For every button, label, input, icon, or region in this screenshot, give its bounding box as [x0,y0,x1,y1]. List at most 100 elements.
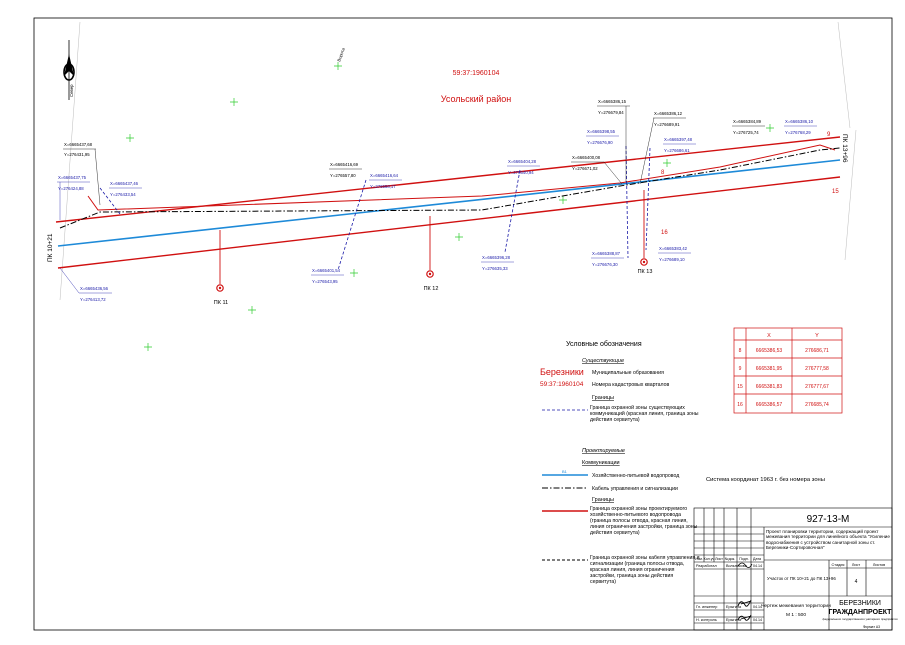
coord-x: X=6665397,48 [664,137,693,142]
coord-x: X=6665386,15 [598,99,627,104]
signature-icon [737,599,752,607]
coord-x: X=6665386,12 [654,111,683,116]
legend-projected: Проектируемые [582,448,625,454]
drawing-frame [33,17,893,631]
coord-x: X=6665416,64 [370,173,399,178]
role-norm-control: Н. контроль [696,618,717,622]
coord-y: Y=276558,17 [370,184,396,189]
org-name-2: ГРАЖДАНПРОЕКТ [829,609,893,616]
section-text: Участок от ПК 10+21 до ПК 13+96 [767,576,836,581]
north-arrow-icon: Север [63,40,75,100]
legend-borders: Границы [592,395,614,401]
name-developer: Вольникова [726,564,748,568]
existing-zone-border [87,144,836,211]
coord-y: Y=276671,02 [572,166,598,171]
existing-zone-dashed [625,145,629,259]
name-chief-engineer: Ерыгина [726,605,742,609]
org-name-3: федерального государственного унитарного… [822,617,898,621]
legend-existing: Существующие [582,358,624,364]
sheets-header: Листов [873,563,885,567]
gate-label: Ворота [336,47,346,63]
coord-y: Y=276768,29 [785,130,811,135]
stage-header: Стадия [832,563,845,567]
north-arrow-label: Север [69,84,74,97]
table-cell: 276685,74 [805,402,829,408]
existing-zone-dashed [504,169,521,253]
sheet-value: 4 [855,579,858,585]
survey-cross-icon [230,98,238,106]
date-chief-engineer: 04.14 [753,605,762,609]
legend-existing-zone-text: Граница охранной зоны существующих комму… [590,405,699,423]
table-cell: 16 [737,402,743,408]
survey-cross-icon [248,306,256,314]
coord-x: X=6665437,75 [58,175,87,180]
coord-x: X=6665437,46 [110,181,139,186]
table-header: X [767,333,771,339]
coord-x: X=6665416,69 [330,162,359,167]
point-8-label: 8 [661,170,665,176]
coord-y: Y=276676,30 [592,262,618,267]
coord-y: Y=276433,54 [110,192,136,197]
pk-start-label: ПК 10+21 [47,233,54,262]
legend-water-zone-box: Граница охранной зоны проектируемого хоз… [590,506,697,536]
survey-cross-icon [455,233,463,241]
coord-x: X=6665400,08 [572,155,601,160]
survey-cross-icon [766,124,774,132]
project-text-box: Проект планировки территории, содержащий… [766,529,890,550]
coord-y: Y=276676,90 [587,140,613,145]
existing-zone-dashed [645,147,651,251]
map-edge-right-low [844,129,857,261]
legend: Условные обозначения Существующие Березн… [540,340,700,585]
table-cell: 276777,58 [805,366,829,372]
coord-y: Y=276686,61 [664,148,690,153]
legend-cable-text: Кабель управления и сигнализации [592,486,678,492]
table-cell: 9 [739,366,742,372]
survey-cross-icon [126,134,134,142]
existing-zone-dashed [337,179,367,271]
legend-communications: Коммуникации [582,460,620,466]
point-16-label: 16 [661,230,668,236]
coord-y: Y=276679,84 [598,110,624,115]
zone-border-upper [55,136,841,223]
survey-cross-icon [144,343,152,351]
cadastral-number-label: 59:37:1960104 [453,70,500,77]
table-cell: 6665381,83 [756,384,783,390]
picket-label: ПК 12 [424,286,439,292]
header-cell: Лист [715,557,723,561]
pk-end-label: ПК 13+96 [841,134,848,163]
role-chief-engineer: Гл. инженер [696,605,717,609]
legend-munic-sample: Березники [540,367,584,377]
coord-y: Y=276689,10 [659,257,685,262]
coord-y: Y=276424,88 [58,186,84,191]
survey-cross-icon [350,269,358,277]
doc-code: 927-13-М [807,514,850,525]
drawing-name: Чертеж межевания территории [761,603,831,609]
coord-y: Y=276413,72 [80,297,106,302]
title-block: 927-13-М Проект планировки территории, с… [693,507,898,631]
header-cell: Изм. [695,557,703,561]
coord-y: Y=276640,94 [508,170,534,175]
org-name-1: БЕРЕЗНИКИ [839,600,881,607]
coord-x: X=6665404,28 [508,159,537,164]
role-developer: Разработал [696,564,717,568]
legend-water-code: В1 [562,469,568,474]
legend-cadastral-sample: 59:37:1960104 [540,381,584,388]
coord-x: X=6665437,68 [64,142,93,147]
sheet-format: Формат А3 [863,625,880,629]
coordinates-table: X Y 8 6665386,53 276686,71 9 6665381,95 … [733,327,843,414]
legend-existing-zone-box: Граница охранной зоны существующих комму… [590,405,699,423]
coord-y: Y=276725,74 [733,130,759,135]
coord-x: X=6665398,55 [587,129,616,134]
table-cell: 15 [737,384,743,390]
table-cell: 6665386,57 [756,402,783,408]
drawing-scale: М 1 : 500 [786,612,806,618]
date-developer: 04.14 [753,564,762,568]
map-edge-left [59,21,81,301]
water-line [57,159,841,247]
point-9-label: 9 [827,132,831,138]
district-label: Усольский район [441,94,512,104]
table-cell: 276686,71 [805,348,829,354]
picket-pk13: ПК 13 [638,190,652,275]
